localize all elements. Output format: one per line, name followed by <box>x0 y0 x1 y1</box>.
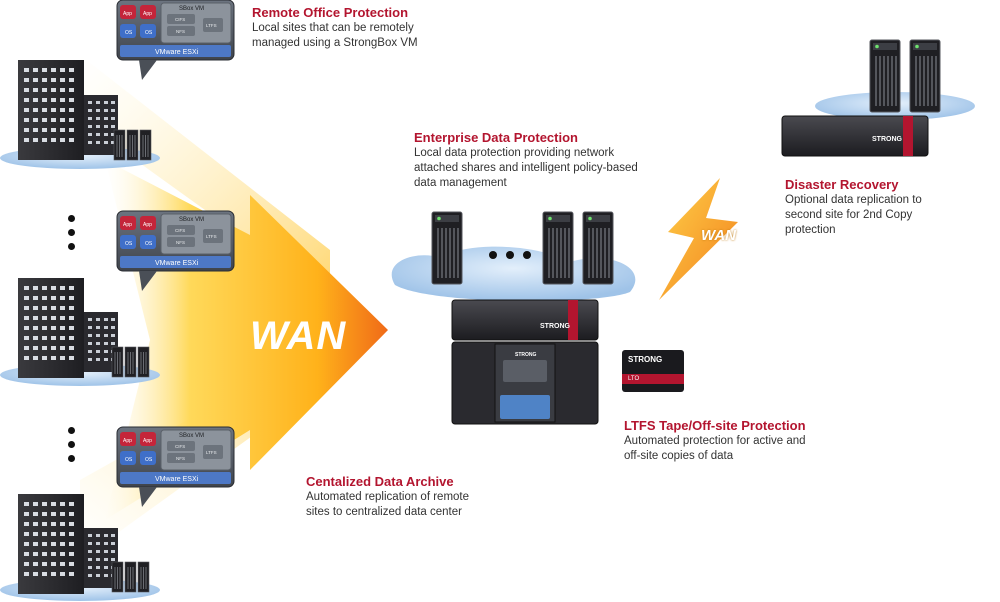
vm-panel-3: App App OS OS SBox VM CIFS NFS LTFS VMwa… <box>116 426 235 507</box>
svg-text:SBox VM: SBox VM <box>179 433 204 439</box>
svg-text:OS: OS <box>145 457 153 463</box>
caption-title: Enterprise Data Protection <box>414 130 578 145</box>
caption-line: attached shares and intelligent policy-b… <box>414 162 638 174</box>
svg-text:OS: OS <box>125 457 133 463</box>
caption-ltfs: LTFS Tape/Off-site Protection Automated … <box>624 418 806 464</box>
svg-text:NFS: NFS <box>176 240 185 245</box>
svg-text:CIFS: CIFS <box>175 228 185 233</box>
svg-text:VMware ESXi: VMware ESXi <box>155 476 199 483</box>
svg-text:LTFS: LTFS <box>206 234 217 239</box>
svg-text:STRONG: STRONG <box>515 352 537 358</box>
caption-archive: Centalized Data Archive Automated replic… <box>306 474 469 520</box>
caption-line: Local sites that can be remotely <box>252 22 414 34</box>
caption-line: managed using a StrongBox VM <box>252 37 418 49</box>
vm-panel-2: App App OS OS SBox VM CIFS NFS LTFS VMwa… <box>116 210 235 291</box>
caption-title: Centalized Data Archive <box>306 474 454 489</box>
more-sites-dots-2 <box>68 427 75 469</box>
svg-text:LTFS: LTFS <box>206 450 217 455</box>
caption-line: Optional data replication to <box>785 194 922 206</box>
svg-text:OS: OS <box>125 241 133 247</box>
svg-text:CIFS: CIFS <box>175 17 185 22</box>
more-sites-dots-1 <box>68 215 75 257</box>
svg-text:CIFS: CIFS <box>175 444 185 449</box>
svg-text:SBox VM: SBox VM <box>179 217 204 223</box>
ltfs-tape-cartridge: STRONG LTO <box>622 350 684 392</box>
svg-text:STRONG: STRONG <box>872 136 903 143</box>
svg-text:NFS: NFS <box>176 29 185 34</box>
caption-disaster-recovery: Disaster Recovery Optional data replicat… <box>785 177 922 238</box>
caption-line: Automated replication of remote <box>306 491 470 503</box>
wan-link-label: WAN <box>701 227 736 244</box>
remote-site-2 <box>0 278 160 386</box>
svg-text:NFS: NFS <box>176 456 185 461</box>
svg-text:App: App <box>123 438 132 444</box>
svg-text:OS: OS <box>145 30 153 36</box>
caption-line: data management <box>414 177 507 189</box>
caption-enterprise: Enterprise Data Protection Local data pr… <box>414 130 638 191</box>
disaster-recovery-site: STRONG <box>781 39 975 157</box>
svg-text:App: App <box>143 438 152 444</box>
appliance-logo: STRONG <box>540 323 571 330</box>
tape-logo: STRONG <box>628 355 662 364</box>
caption-line: Automated protection for active and <box>624 435 806 447</box>
wan-lightning-bolt <box>659 178 738 300</box>
vm-title: SBox VM <box>179 6 204 12</box>
caption-title: LTFS Tape/Off-site Protection <box>624 418 806 433</box>
vm-panel-1: App App OS OS SBox VM CIFS NFS LTFS VMwa… <box>116 0 235 80</box>
svg-text:VMware ESXi: VMware ESXi <box>155 260 199 267</box>
tape-media-label: LTO <box>628 376 639 382</box>
remote-site-1 <box>0 60 160 169</box>
caption-title: Disaster Recovery <box>785 177 899 192</box>
svg-text:App: App <box>143 11 152 17</box>
caption-remote-office: Remote Office Protection Local sites tha… <box>252 5 418 51</box>
vm-app-label: App <box>123 11 132 17</box>
remote-site-3 <box>0 494 160 601</box>
svg-text:OS: OS <box>125 30 133 36</box>
caption-line: second site for 2nd Copy <box>785 209 913 221</box>
svg-text:OS: OS <box>145 241 153 247</box>
svg-text:App: App <box>123 222 132 228</box>
enterprise-datacenter: STRONG STRONG <box>391 211 636 425</box>
caption-line: Local data protection providing network <box>414 147 615 159</box>
wan-arrow-label: WAN <box>250 314 347 358</box>
svg-text:App: App <box>143 222 152 228</box>
caption-line: protection <box>785 224 836 236</box>
caption-title: Remote Office Protection <box>252 5 409 20</box>
svg-text:LTFS: LTFS <box>206 23 217 28</box>
caption-line: off-site copies of data <box>624 450 734 462</box>
vm-hypervisor: VMware ESXi <box>155 49 199 56</box>
caption-line: sites to centralized data center <box>306 506 462 518</box>
